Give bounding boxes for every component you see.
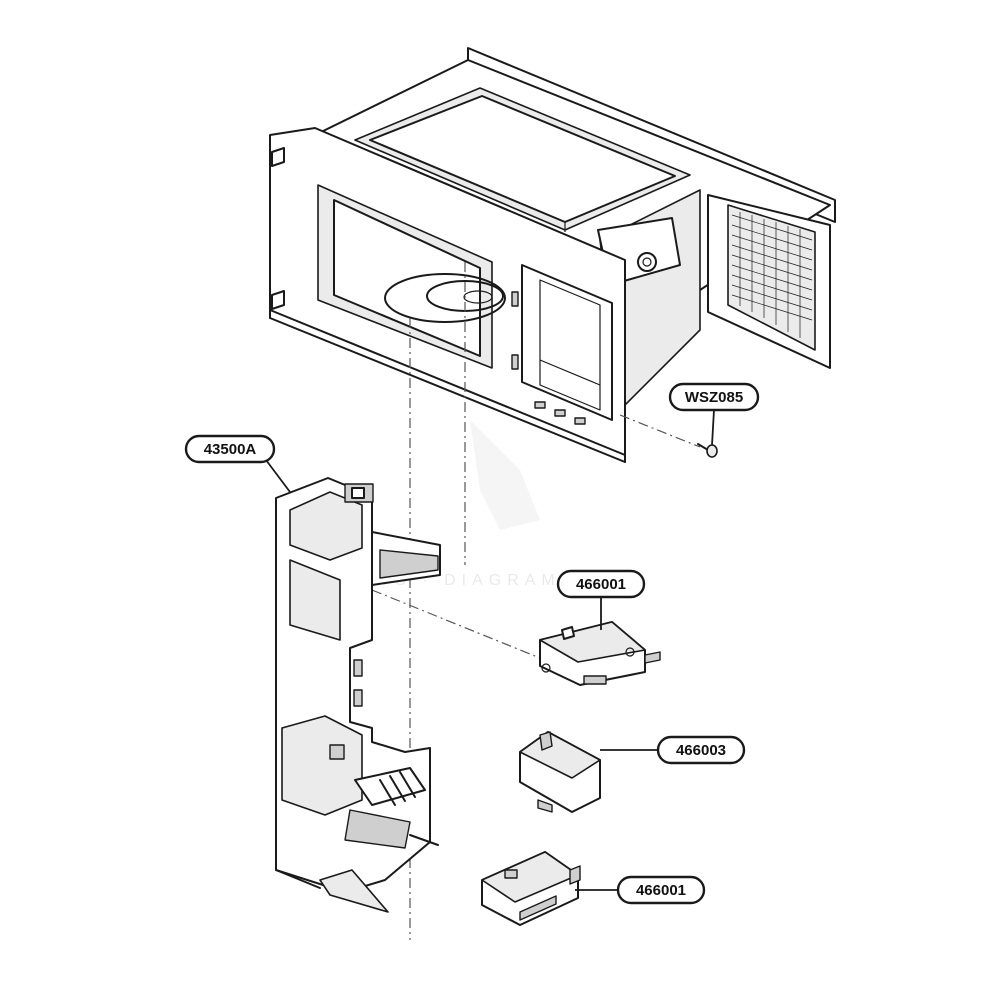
- callout-466001-bottom: 466001: [616, 875, 706, 905]
- callout-wsz085-label: WSZ085: [685, 389, 743, 406]
- callout-wsz085: WSZ085: [668, 382, 760, 412]
- micro-switch-466003[interactable]: [519, 731, 601, 813]
- latch-bracket-43500a[interactable]: [275, 477, 441, 913]
- micro-switch-466001-bottom[interactable]: [481, 851, 581, 926]
- projection-lines: [371, 262, 701, 940]
- screw-wsz085[interactable]: [697, 443, 718, 458]
- callout-43500a-label: 43500A: [204, 441, 257, 458]
- vent-grille: [731, 212, 813, 338]
- latch-springs: [379, 771, 416, 806]
- callout-466001-top: 466001: [556, 569, 646, 599]
- callout-466001-top-label: 466001: [576, 576, 626, 593]
- callout-466001-bottom-label: 466001: [636, 882, 686, 899]
- callout-43500a: 43500A: [184, 434, 276, 464]
- leader-lines: [265, 409, 715, 891]
- callout-466003: 466003: [656, 735, 746, 765]
- callout-466003-label: 466003: [676, 742, 726, 759]
- microwave-cavity-assembly: [269, 47, 836, 463]
- micro-switch-466001-top[interactable]: [539, 621, 661, 686]
